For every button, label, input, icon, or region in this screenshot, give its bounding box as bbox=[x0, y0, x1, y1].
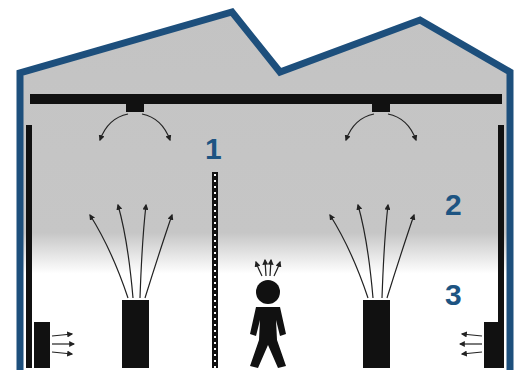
callout-number: 3 bbox=[445, 280, 462, 310]
wall-air-inlet bbox=[484, 322, 500, 368]
ceiling-beam bbox=[30, 94, 502, 104]
wall-lining bbox=[498, 125, 504, 368]
person-figure bbox=[250, 280, 286, 368]
callout-number: 1 bbox=[205, 134, 222, 164]
ceiling-diffuser bbox=[372, 102, 390, 112]
room-air bbox=[20, 12, 510, 368]
floor-air-outlet bbox=[122, 300, 149, 368]
measuring-pole bbox=[215, 172, 216, 368]
floor-air-outlet bbox=[363, 300, 390, 368]
callout-number: 2 bbox=[445, 190, 462, 220]
ceiling-diffuser bbox=[126, 102, 144, 112]
wall-lining bbox=[26, 125, 32, 368]
building-outline bbox=[20, 12, 510, 370]
wall-air-inlet bbox=[34, 322, 50, 368]
